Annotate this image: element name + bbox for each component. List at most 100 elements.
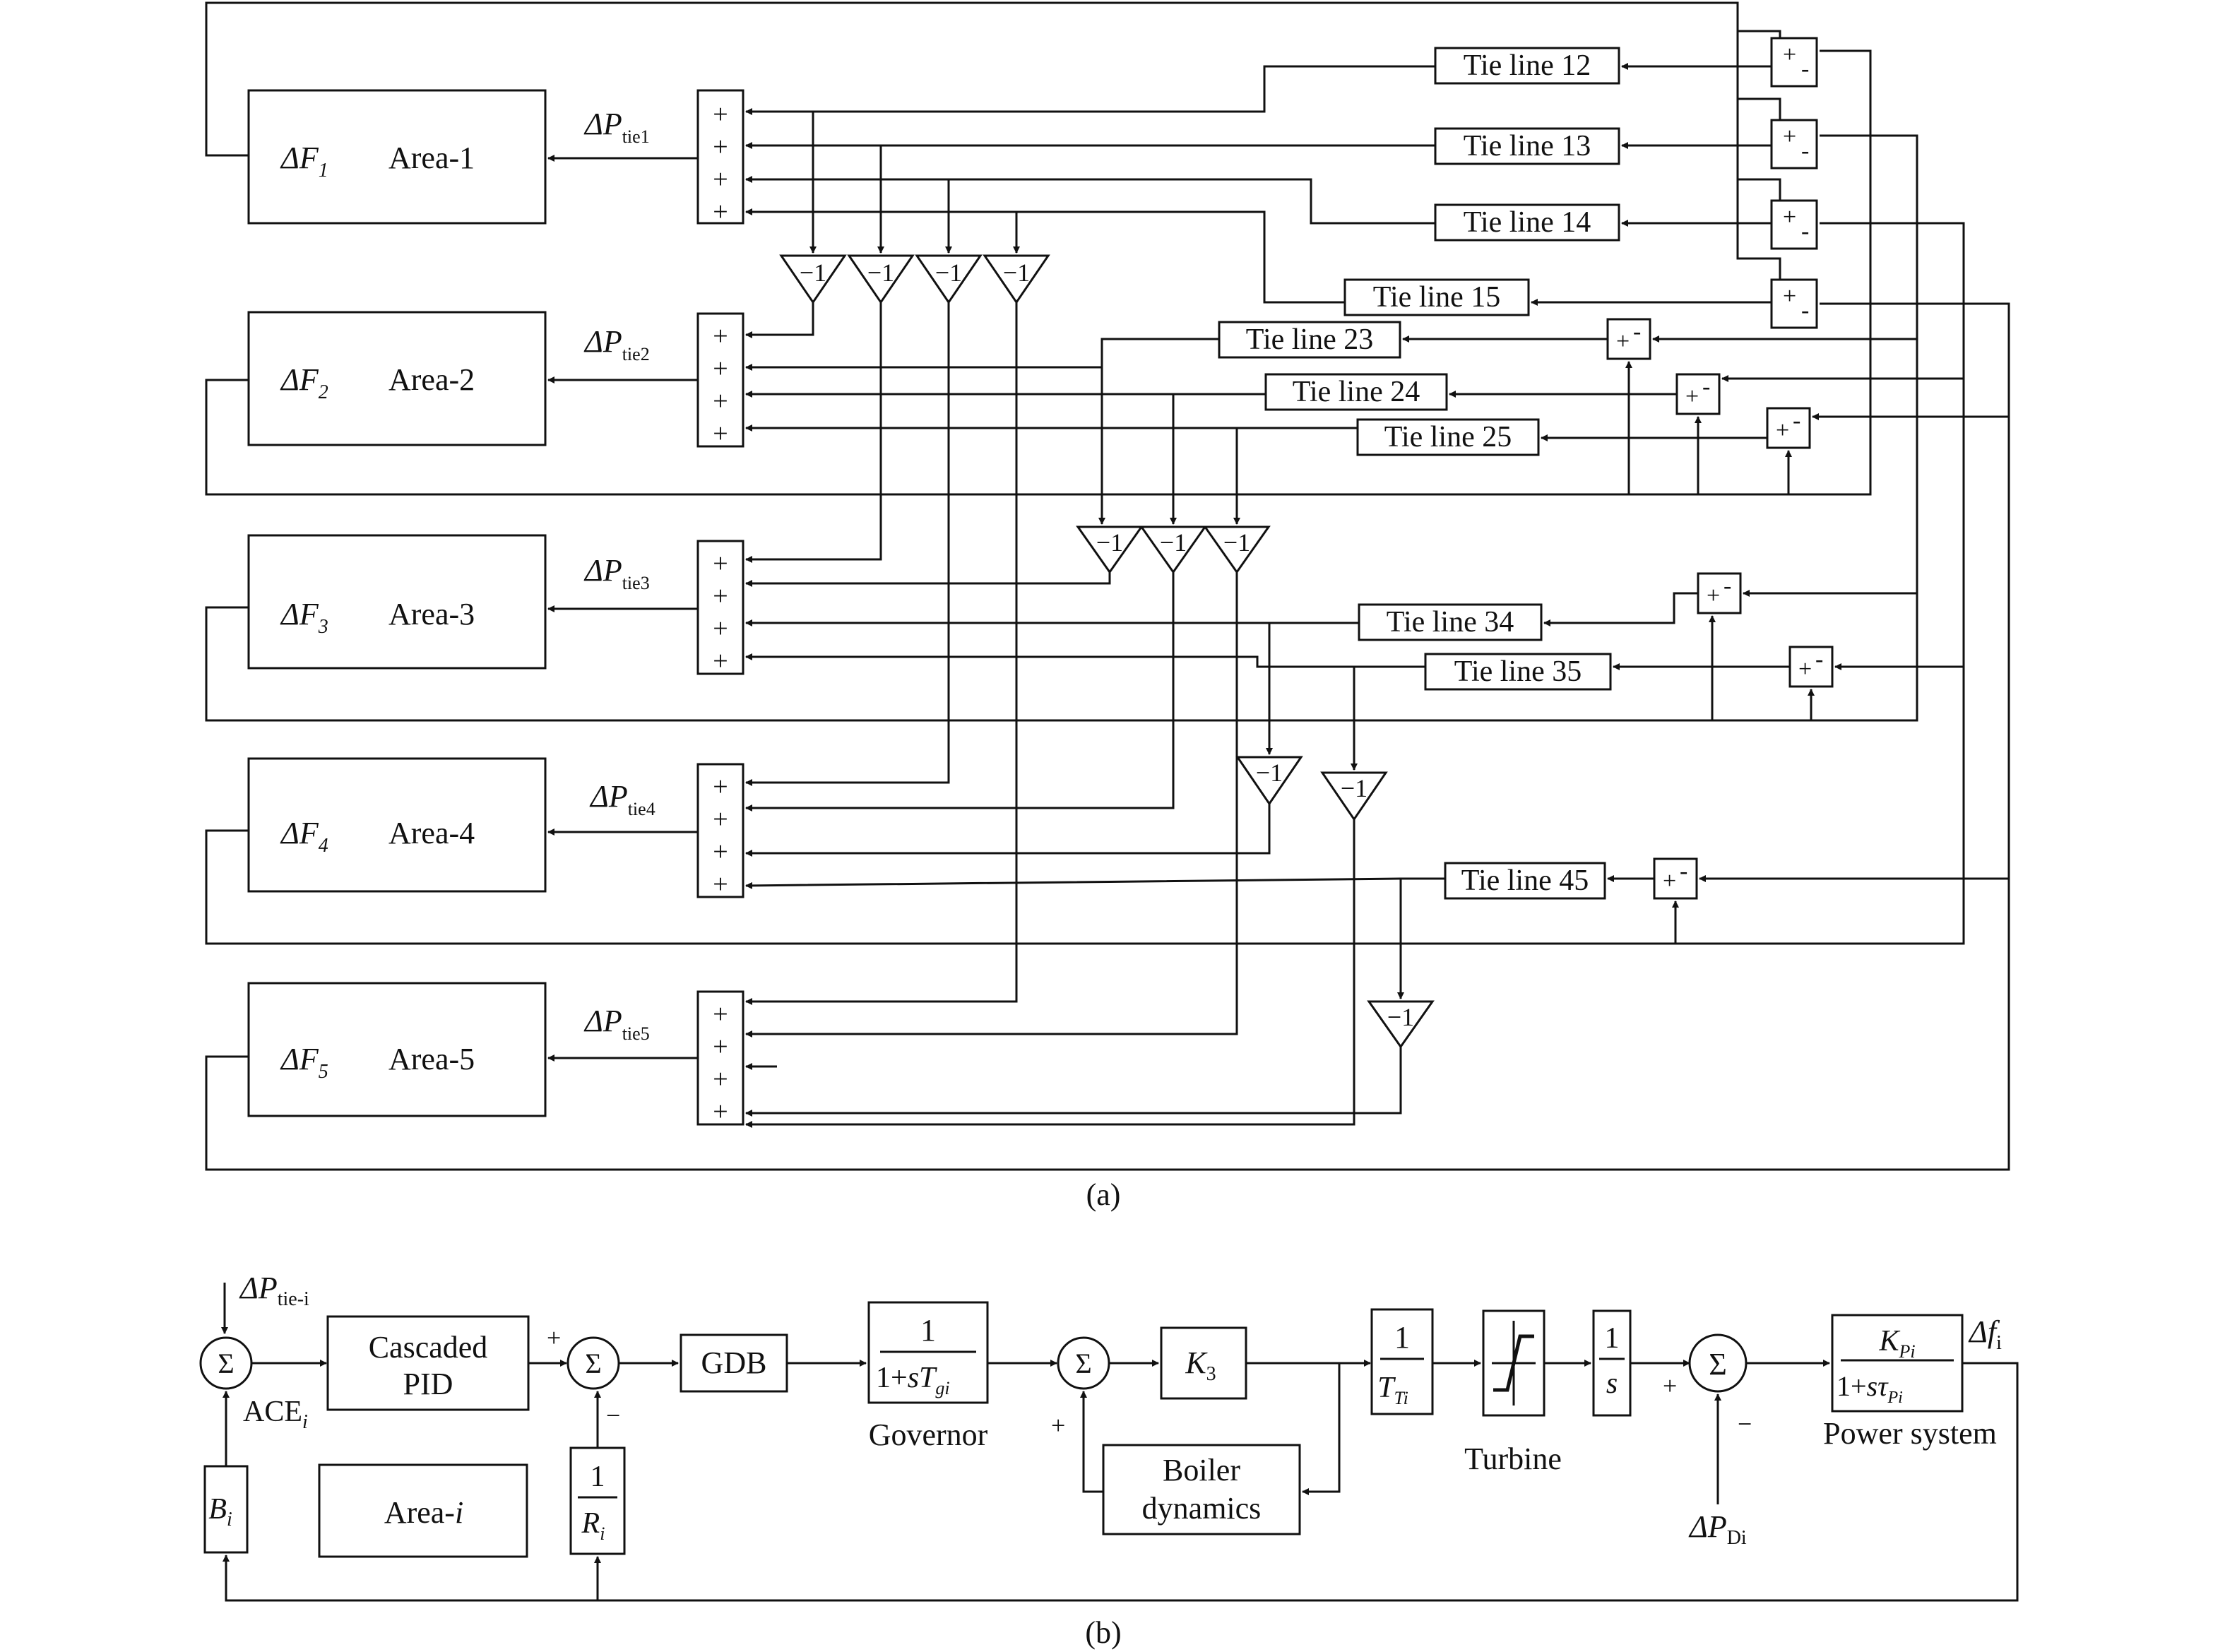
svg-text:-: -	[1633, 319, 1641, 345]
svg-text:+: +	[713, 1032, 728, 1062]
svg-text:ΔPtie1: ΔPtie1	[583, 107, 650, 147]
tie-line-24-box: Tie line 24	[1264, 373, 1448, 411]
svg-text:+: +	[1783, 42, 1796, 68]
svg-text:+: +	[1783, 124, 1796, 150]
svg-text:+: +	[1798, 656, 1812, 682]
svg-text:+: +	[713, 837, 728, 867]
svg-text:dynamics: dynamics	[1142, 1491, 1262, 1526]
svg-text:ΔPtie4: ΔPtie4	[589, 779, 655, 819]
sum-junction-4: Σ	[1688, 1333, 1748, 1393]
svg-text:PID: PID	[403, 1367, 453, 1401]
svg-text:−1: −1	[935, 259, 962, 287]
svg-text:1: 1	[920, 1313, 936, 1348]
svg-text:Boiler: Boiler	[1163, 1453, 1240, 1487]
gain-labels: −1 −1 −1 −1 −1 −1 −1 −1 −1 −1	[800, 259, 1414, 1031]
svg-text:ΔF3: ΔF3	[280, 597, 328, 638]
area-block-5: ΔF5 Area-5	[247, 982, 547, 1117]
svg-text:+: +	[713, 999, 728, 1029]
summer-stack-4: + + + +	[696, 763, 744, 899]
svg-text:1: 1	[591, 1461, 605, 1493]
svg-text:Tie line 15: Tie line 15	[1373, 281, 1500, 314]
svg-text:Tie line 23: Tie line 23	[1246, 323, 1373, 356]
svg-text:Cascaded: Cascaded	[369, 1330, 488, 1365]
svg-text:1: 1	[1394, 1320, 1410, 1355]
svg-text:−1: −1	[1341, 774, 1367, 802]
svg-text:-: -	[1680, 858, 1687, 884]
svg-text:Area-4: Area-4	[388, 816, 475, 850]
svg-text:+: +	[713, 1064, 728, 1094]
svg-text:+: +	[713, 354, 728, 384]
svg-text:+: +	[1783, 204, 1796, 230]
svg-text:Tie line 12: Tie line 12	[1464, 49, 1591, 82]
tie-line-13-box: Tie line 13	[1434, 127, 1620, 165]
svg-text:+: +	[713, 1097, 728, 1127]
svg-text:Tie line 34: Tie line 34	[1387, 606, 1514, 638]
summer-stack-3: + + + +	[696, 540, 744, 676]
boiler-dynamics-block: Boiler dynamics	[1102, 1444, 1301, 1535]
svg-text:-: -	[1801, 297, 1809, 323]
svg-text:-: -	[1702, 374, 1710, 400]
svg-text:ΔPtie5: ΔPtie5	[583, 1004, 650, 1044]
frequency-output-label: Δfi	[1968, 1314, 2002, 1354]
sum-junction-1: Σ	[199, 1336, 253, 1390]
svg-text:1+sτPi: 1+sτPi	[1837, 1370, 1903, 1407]
svg-text:Tie line 14: Tie line 14	[1464, 206, 1591, 239]
svg-text:ΔF4: ΔF4	[280, 816, 328, 857]
svg-text:+: +	[713, 132, 728, 162]
svg-text:+: +	[713, 321, 728, 351]
svg-text:Bi: Bi	[208, 1493, 232, 1531]
svg-text:Tie line 24: Tie line 24	[1293, 376, 1420, 408]
turbine-time-constant-block: 1 TTi	[1370, 1308, 1434, 1415]
svg-text:+: +	[713, 614, 728, 643]
svg-text:-: -	[1801, 138, 1809, 164]
svg-text:ΔPtie3: ΔPtie3	[583, 553, 650, 593]
tie-power-label-3: ΔPtie3	[583, 553, 650, 593]
svg-text:+: +	[713, 100, 728, 129]
svg-text:+: +	[1685, 384, 1699, 410]
tie-line-23-box: Tie line 23	[1218, 321, 1401, 359]
svg-text:Area-2: Area-2	[388, 362, 475, 397]
sum-junction-3: Σ	[1057, 1336, 1110, 1390]
turbine-label: Turbine	[1464, 1442, 1562, 1476]
svg-text:ΔF1: ΔF1	[280, 141, 328, 182]
tie-power-label-5: ΔPtie5	[583, 1004, 650, 1044]
governor-block: 1 1+sTgi	[867, 1301, 989, 1404]
svg-text:-: -	[1793, 408, 1800, 434]
svg-text:s: s	[1606, 1367, 1618, 1400]
turbine-rate-limit-block	[1482, 1309, 1545, 1417]
area-block-3: ΔF3 Area-3	[247, 534, 547, 670]
svg-text:+: +	[1776, 417, 1789, 444]
svg-text:1+sTgi: 1+sTgi	[876, 1362, 950, 1398]
svg-text:+: +	[713, 581, 728, 611]
caption-b: (b)	[1085, 1615, 1121, 1650]
svg-text:+: +	[713, 549, 728, 578]
svg-text:+: +	[713, 646, 728, 676]
svg-text:−1: −1	[1223, 528, 1250, 557]
integrator-block: 1 s	[1592, 1309, 1632, 1417]
svg-text:Σ: Σ	[218, 1348, 234, 1379]
power-system-block: KPi 1+sτPi	[1831, 1314, 1964, 1413]
part-b-diagram: ΔPtie-i Σ ACEi Cascaded PID + Σ − GDB	[199, 1271, 2019, 1650]
tie-power-label-2: ΔPtie2	[583, 324, 650, 364]
cascaded-pid-block: Cascaded PID	[326, 1315, 530, 1411]
svg-text:ΔPtie2: ΔPtie2	[583, 324, 650, 364]
svg-text:Tie line 45: Tie line 45	[1461, 864, 1589, 897]
sum-junction-2: Σ	[566, 1336, 620, 1390]
svg-text:ΔF5: ΔF5	[280, 1042, 328, 1083]
svg-text:-: -	[1801, 218, 1809, 244]
svg-text:GDB: GDB	[701, 1345, 767, 1380]
gdb-block: GDB	[680, 1333, 788, 1393]
governor-label: Governor	[869, 1418, 988, 1452]
svg-text:+: +	[1051, 1411, 1065, 1439]
svg-text:Tie line 35: Tie line 35	[1454, 655, 1582, 688]
svg-text:Σ: Σ	[585, 1348, 601, 1379]
load-disturbance-label: ΔPDi	[1688, 1509, 1747, 1549]
tie-line-15-box: Tie line 15	[1343, 278, 1530, 316]
ace-label: ACEi	[243, 1396, 308, 1433]
svg-text:+: +	[547, 1324, 561, 1352]
summer-stack-5: + + + +	[696, 990, 744, 1127]
tie-line-35-box: Tie line 35	[1424, 653, 1612, 691]
power-system-label: Power system	[1823, 1416, 1997, 1451]
area-i-box: Area-i	[318, 1463, 528, 1558]
